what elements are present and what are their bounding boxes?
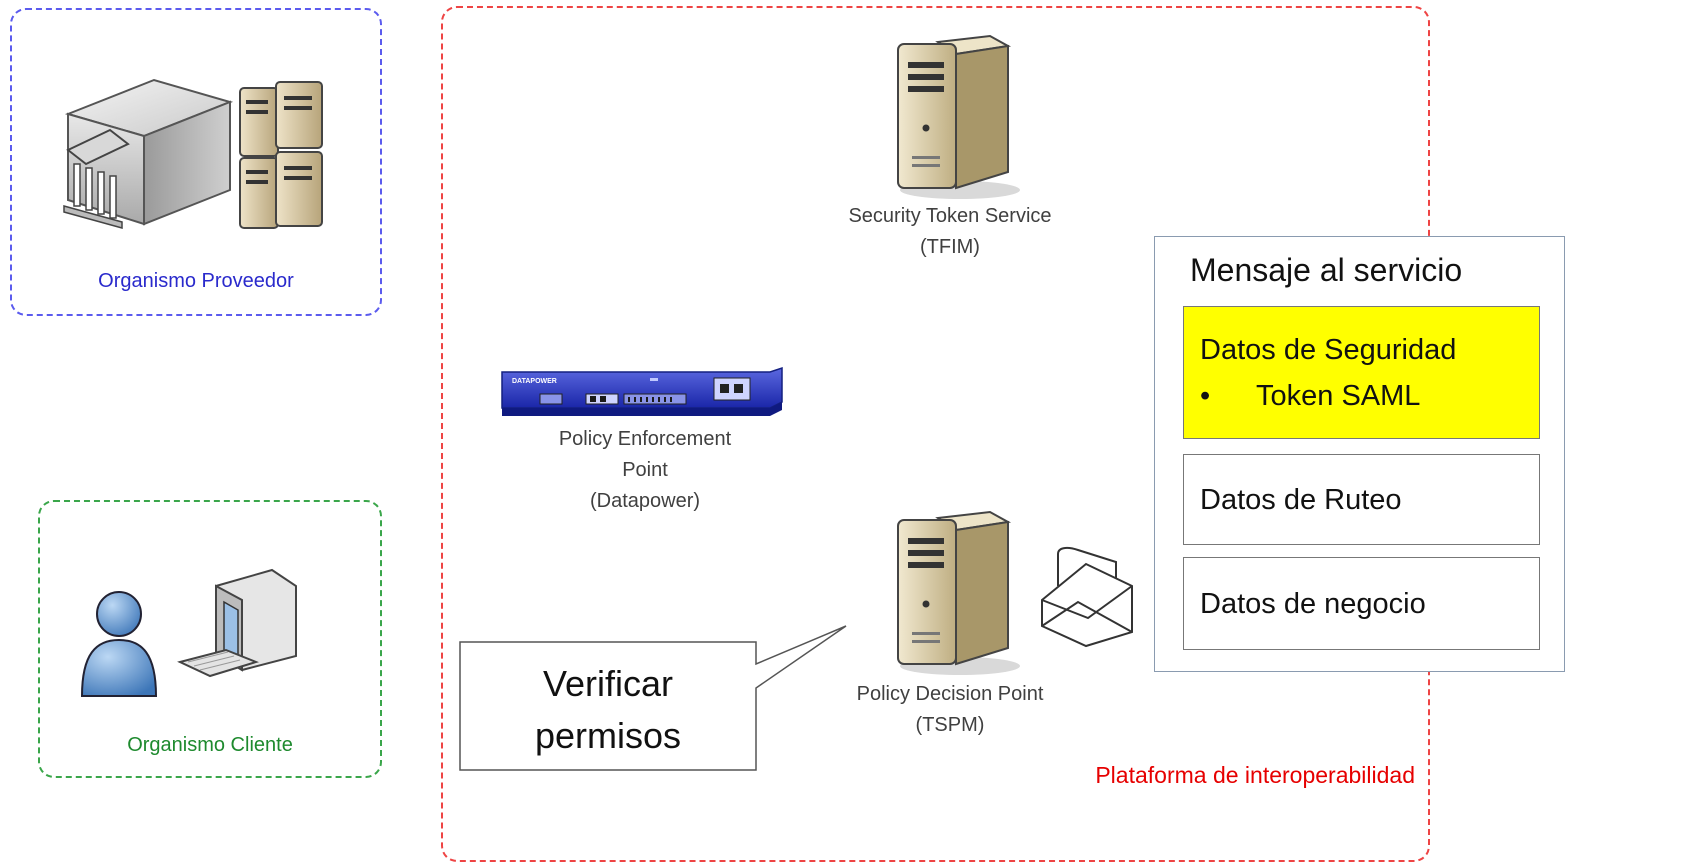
server-rack-icon <box>232 78 332 238</box>
pep-label-line-2: Point <box>622 459 668 481</box>
pep-label-line-3: (Datapower) <box>589 490 701 512</box>
callout-text: Verificar permisos <box>460 658 756 762</box>
datapower-brand-text: DATAPOWER <box>512 378 557 385</box>
provider-zone <box>10 8 382 316</box>
client-zone <box>38 500 382 778</box>
business-data-box <box>1183 557 1540 650</box>
sts-server-icon <box>880 32 1030 202</box>
sts-label-line-2: (TFIM) <box>920 236 980 258</box>
pep-label-line-1: Policy Enforcement <box>558 428 732 450</box>
sts-label-line-1: Security Token Service <box>848 205 1052 227</box>
pdp-label-line-1: Policy Decision Point <box>856 683 1044 705</box>
sts-label: Security Token Service (TFIM) <box>780 201 1120 263</box>
security-token-item: Token SAML <box>1256 380 1421 412</box>
envelope-icon <box>1038 540 1138 650</box>
callout-verificar-permisos <box>458 624 858 774</box>
platform-zone-label: Plataforma de interoperabilidad <box>1095 762 1415 788</box>
datapower-appliance-icon: DATAPOWER <box>500 366 785 418</box>
message-title: Mensaje al servicio <box>1190 252 1463 288</box>
routing-data-label: Datos de Ruteo <box>1200 484 1402 516</box>
user-icon <box>74 588 164 700</box>
business-data-label: Datos de negocio <box>1200 588 1426 620</box>
government-building-icon <box>58 72 238 232</box>
computer-icon <box>176 566 326 686</box>
client-zone-label: Organismo Cliente <box>127 734 293 756</box>
pep-label: Policy Enforcement Point (Datapower) <box>470 424 820 517</box>
pdp-label: Policy Decision Point (TSPM) <box>780 679 1120 741</box>
callout-line-1: Verificar <box>542 663 674 704</box>
pdp-server-icon <box>880 508 1030 678</box>
pdp-label-line-2: (TSPM) <box>915 714 985 736</box>
callout-line-2: permisos <box>534 715 682 756</box>
security-data-box <box>1183 306 1540 439</box>
security-data-title: Datos de Seguridad <box>1200 334 1457 366</box>
routing-data-box <box>1183 454 1540 545</box>
security-bullet: • <box>1200 380 1211 412</box>
provider-zone-label: Organismo Proveedor <box>98 270 294 292</box>
